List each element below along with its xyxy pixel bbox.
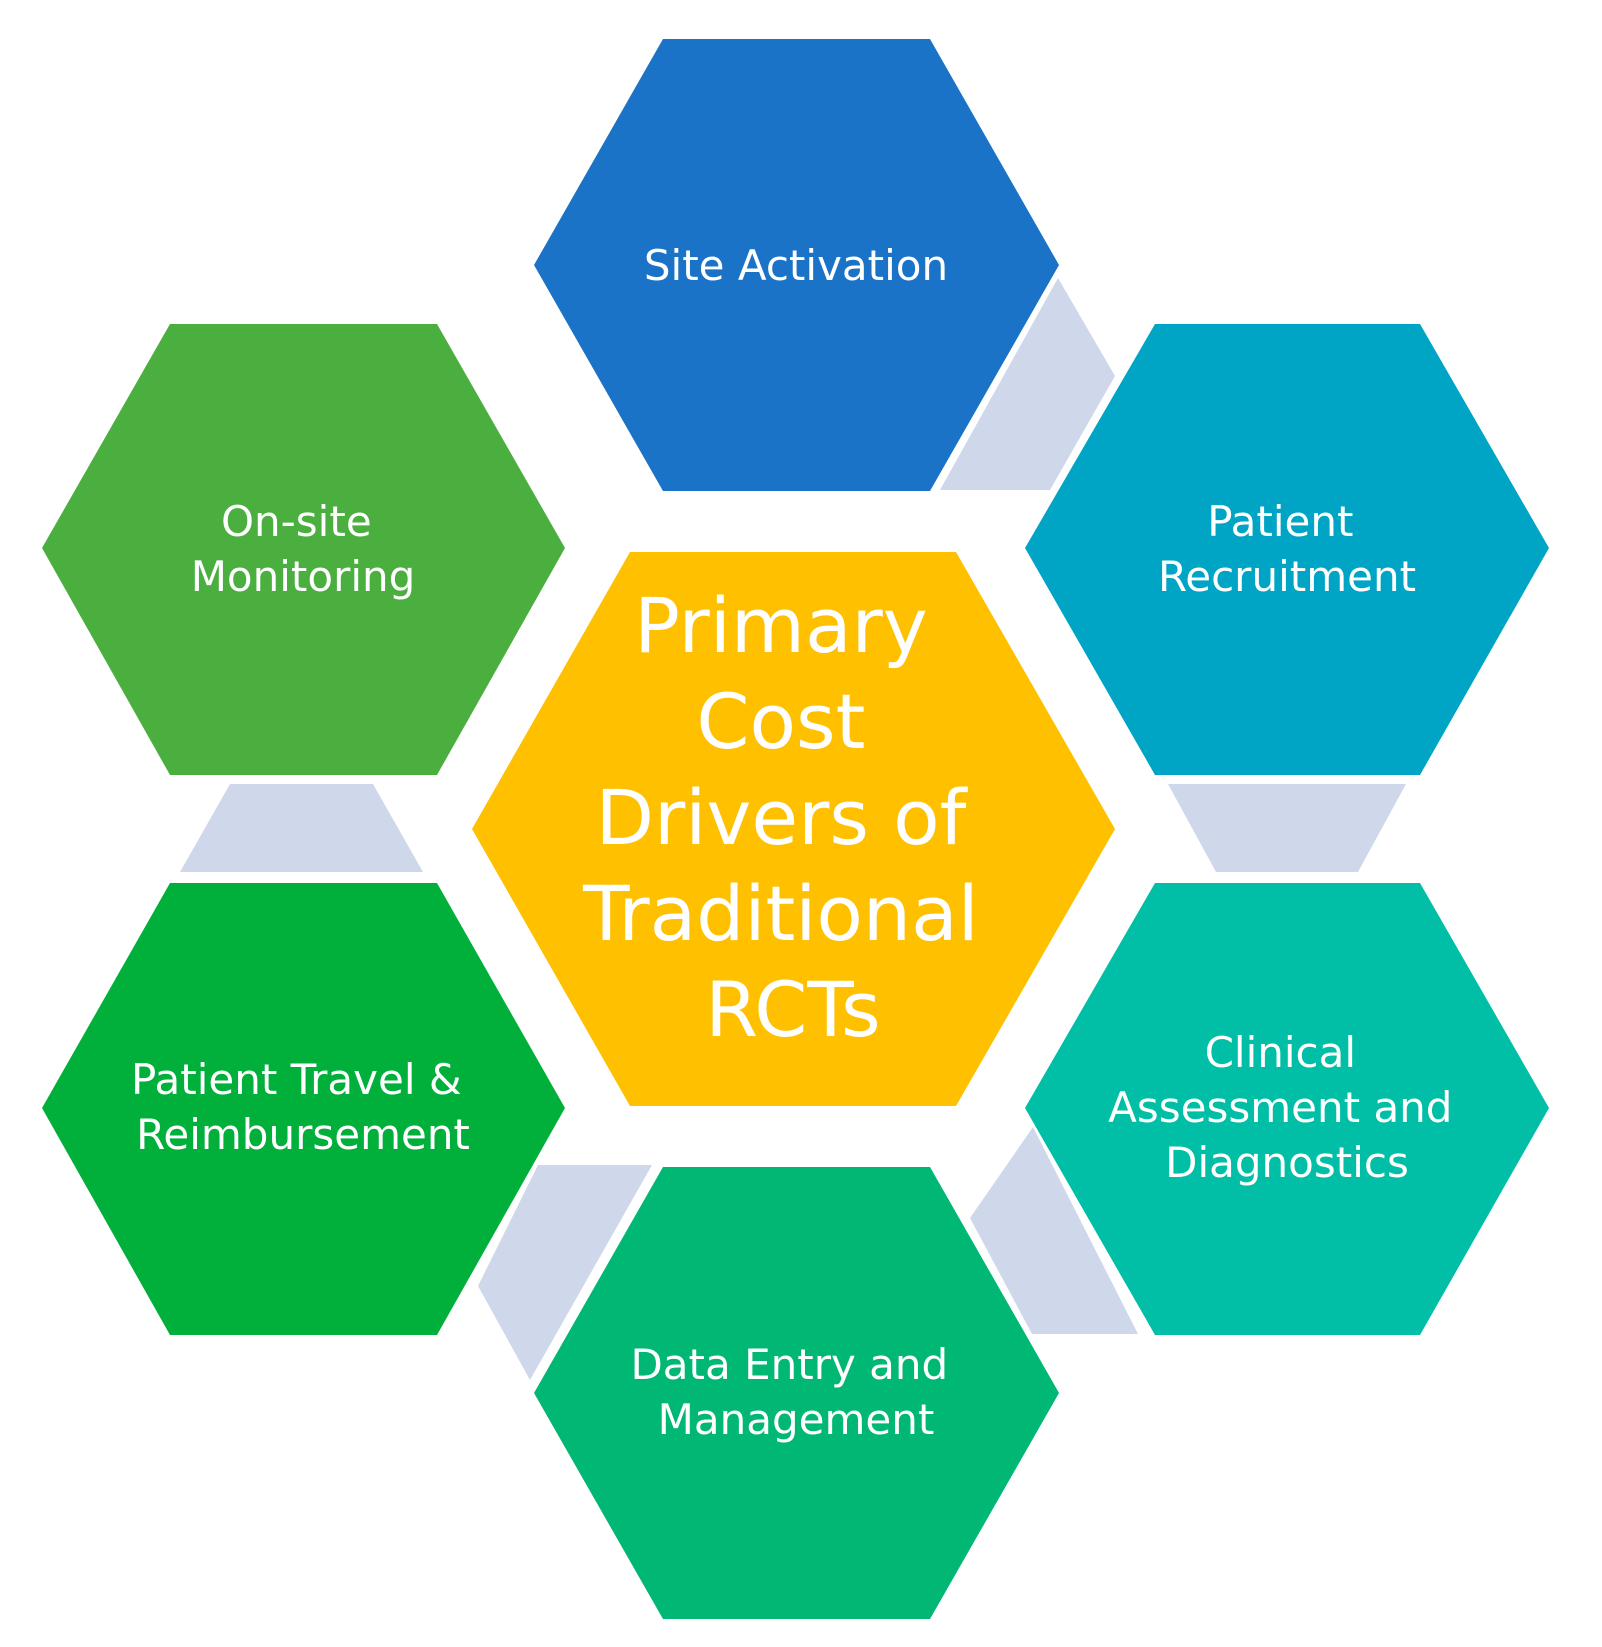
hexagon-label: Site Activation: [644, 241, 948, 290]
connectors: [180, 278, 1406, 1380]
label-line: Patient: [1207, 497, 1353, 546]
center-title-line: Cost: [696, 677, 865, 766]
label-line: Assessment and: [1108, 1083, 1452, 1132]
label-line: Site Activation: [644, 241, 948, 290]
center-title: Primary Cost Drivers of Traditional RCTs: [582, 581, 1003, 1054]
hexagon-shape: [1025, 883, 1549, 1335]
label-line: Recruitment: [1158, 552, 1416, 601]
label-line: On-site: [221, 497, 372, 546]
hexagon-shape: [534, 39, 1059, 491]
hexagon-label: Patient Travel & Reimbursement: [131, 1055, 475, 1159]
center-title-line: Drivers of: [595, 773, 968, 862]
hexagon-label: Patient Recruitment: [1158, 497, 1416, 601]
label-line: Data Entry and: [630, 1340, 948, 1389]
label-line: Reimbursement: [136, 1110, 470, 1159]
connector-patient-travel-to-on-site-monitoring: [180, 784, 423, 872]
hexagon-patient-travel: Patient Travel & Reimbursement: [42, 883, 565, 1335]
label-line: Diagnostics: [1165, 1138, 1409, 1187]
label-line: Clinical: [1205, 1028, 1356, 1077]
label-line: Monitoring: [191, 552, 416, 601]
center-hexagon-shape: [472, 552, 1115, 1106]
hexagon-label: On-site Monitoring: [191, 497, 416, 601]
hexagon-shape: [42, 883, 565, 1335]
connector-site-activation-to-patient-recruitment: [940, 278, 1115, 490]
center-title-line: Primary: [634, 581, 928, 670]
hexagon-label: Data Entry and Management: [630, 1340, 961, 1444]
center-title-line: RCTs: [705, 965, 881, 1054]
connector-clinical-assessment-to-data-entry: [970, 1127, 1138, 1334]
label-line: Management: [658, 1395, 935, 1444]
hexagon-data-entry: Data Entry and Management: [534, 1167, 1059, 1619]
hexagon-shape: [1025, 324, 1549, 775]
hexagon-label: Clinical Assessment and Diagnostics: [1108, 1028, 1466, 1187]
center-hexagon: Primary Cost Drivers of Traditional RCTs: [472, 552, 1115, 1106]
driver-hexagons: Site Activation Patient Recruitment Clin…: [42, 39, 1549, 1619]
center-title-line: Traditional: [582, 869, 979, 958]
hexagon-on-site-monitoring: On-site Monitoring: [42, 324, 565, 775]
hexagon-shape: [42, 324, 565, 775]
hexagon-clinical-assessment: Clinical Assessment and Diagnostics: [1025, 883, 1549, 1335]
hexagon-shape: [534, 1167, 1059, 1619]
hexagon-patient-recruitment: Patient Recruitment: [1025, 324, 1549, 775]
connector-data-entry-to-patient-travel: [478, 1165, 652, 1380]
hexagon-site-activation: Site Activation: [534, 39, 1059, 491]
label-line: Patient Travel &: [131, 1055, 462, 1104]
connector-patient-recruitment-to-clinical-assessment: [1168, 784, 1406, 872]
